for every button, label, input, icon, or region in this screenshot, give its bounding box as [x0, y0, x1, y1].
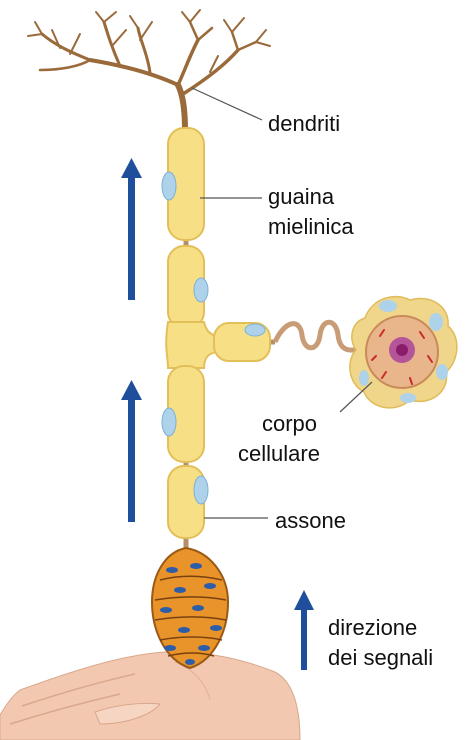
- hand-illustration: [0, 652, 300, 740]
- signal-arrow-lower: [121, 380, 142, 522]
- label-signal-direction-line1: direzione: [328, 615, 417, 641]
- leader-dendrites: [192, 88, 262, 120]
- muscle-fibers: [152, 548, 228, 668]
- label-cell-body-line2: cellulare: [238, 441, 320, 467]
- signal-arrow-upper: [121, 158, 142, 300]
- label-dendrites: dendriti: [268, 111, 340, 137]
- dendrites: [28, 10, 270, 130]
- label-myelin-sheath-line1: guaina: [268, 184, 334, 210]
- label-axon: assone: [275, 508, 346, 534]
- label-signal-direction-line2: dei segnali: [328, 645, 433, 671]
- label-myelin-sheath-line2: mielinica: [268, 214, 354, 240]
- cell-body: [350, 297, 457, 408]
- signal-arrow-legend: [294, 590, 314, 670]
- label-cell-body-line1: corpo: [262, 411, 317, 437]
